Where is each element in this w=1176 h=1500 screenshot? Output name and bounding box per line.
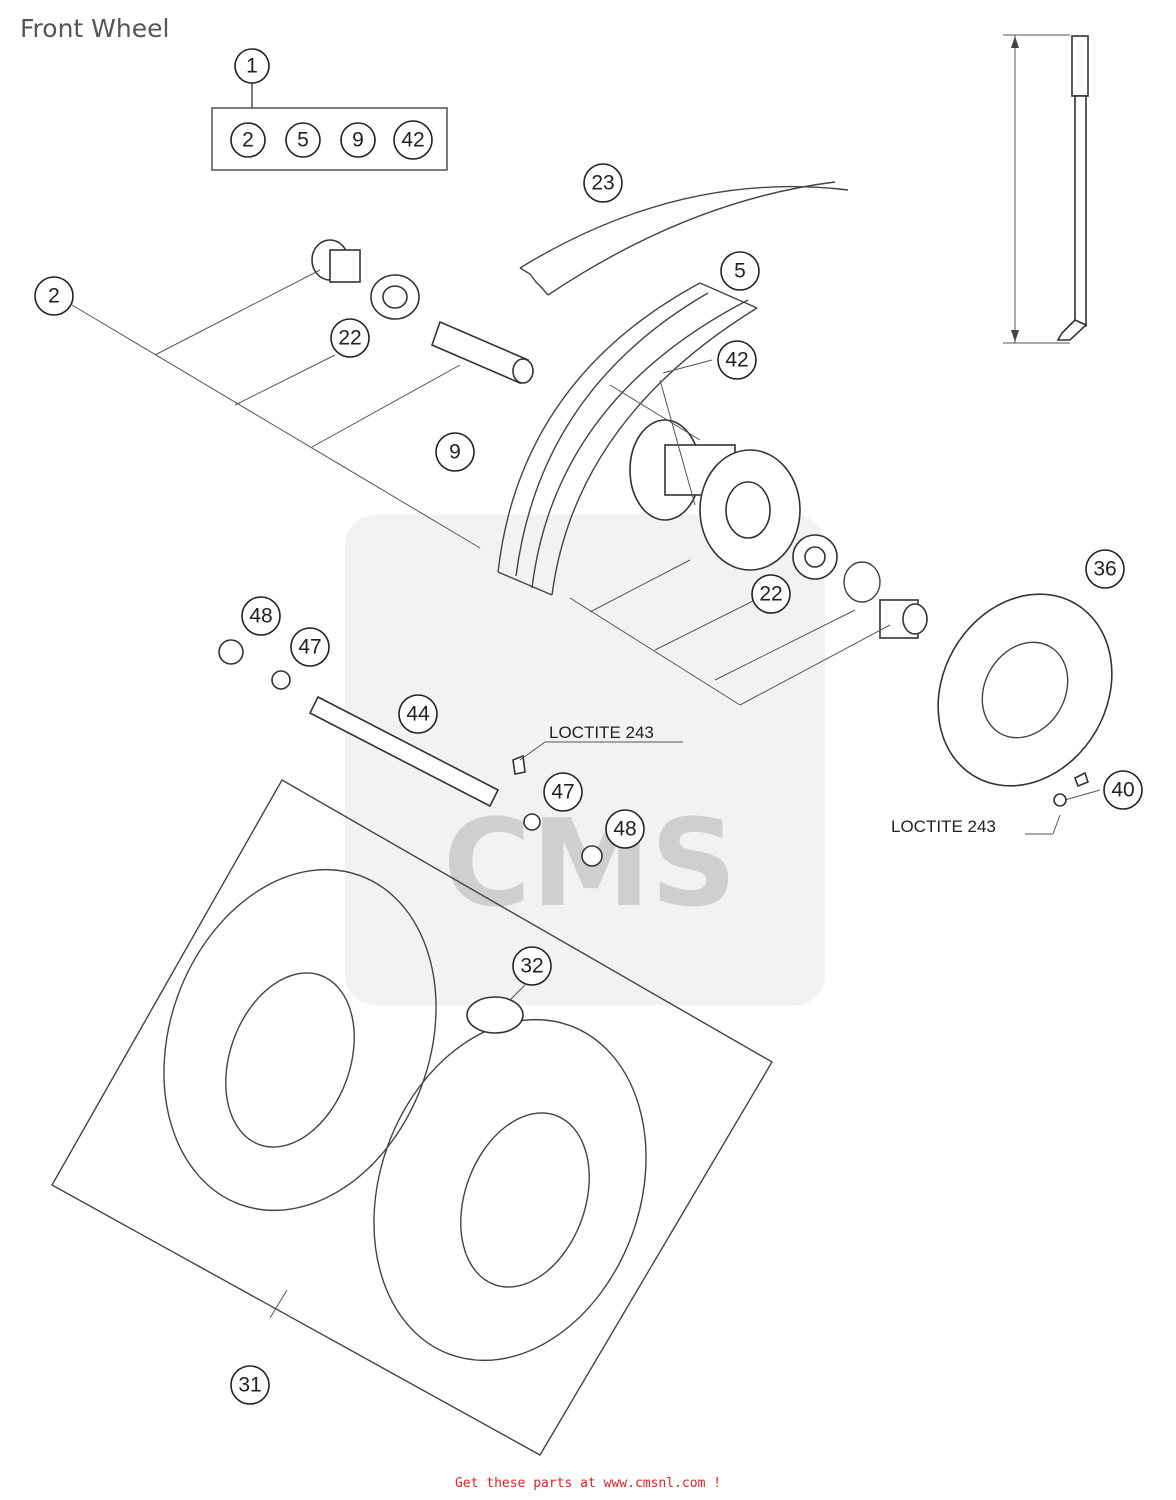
- callout-kit-42[interactable]: 42: [393, 120, 433, 160]
- callout-47-left[interactable]: 47: [290, 627, 330, 667]
- svg-text:42: 42: [725, 349, 748, 372]
- svg-text:44: 44: [406, 703, 430, 726]
- callout-5[interactable]: 5: [720, 251, 760, 291]
- hub-part: [609, 379, 801, 571]
- svg-text:LOCTITE 243: LOCTITE 243: [549, 723, 654, 742]
- callout-kit-9[interactable]: 9: [340, 122, 376, 158]
- svg-text:22: 22: [338, 327, 361, 350]
- callout-9[interactable]: 9: [435, 432, 475, 472]
- svg-text:9: 9: [352, 129, 364, 152]
- disc-bolt-part: [519, 741, 1101, 835]
- svg-text:42: 42: [401, 129, 424, 152]
- leader-lines: [71, 269, 891, 1319]
- rim-tape-part: [519, 181, 849, 296]
- rim-part: [497, 282, 758, 596]
- callout-48-right[interactable]: 48: [605, 809, 645, 849]
- callout-kit-5[interactable]: 5: [285, 122, 321, 158]
- svg-text:5: 5: [297, 129, 309, 152]
- callout-kit-1[interactable]: 1: [234, 48, 270, 84]
- callout-36[interactable]: 36: [1085, 549, 1125, 589]
- svg-text:40: 40: [1111, 779, 1134, 802]
- callout-22-top[interactable]: 22: [330, 318, 370, 358]
- callout-48-left[interactable]: 48: [241, 596, 281, 636]
- svg-text:2: 2: [48, 285, 60, 308]
- callout-23[interactable]: 23: [583, 163, 623, 203]
- svg-text:22: 22: [759, 583, 782, 606]
- svg-text:31: 31: [238, 1374, 261, 1397]
- callout-31[interactable]: 31: [230, 1365, 270, 1405]
- axle-part: [218, 639, 603, 867]
- right-bearing-parts: [792, 534, 928, 639]
- spoke-part: [1003, 34, 1089, 344]
- svg-text:48: 48: [249, 605, 272, 628]
- callout-2[interactable]: 2: [34, 276, 74, 316]
- hub-spacer-parts: [311, 239, 534, 385]
- kit-group: [211, 83, 448, 171]
- callout-47-right[interactable]: 47: [543, 772, 583, 812]
- svg-text:47: 47: [298, 636, 321, 659]
- callout-22-bottom[interactable]: 22: [751, 574, 791, 614]
- svg-text:23: 23: [591, 172, 614, 195]
- svg-text:5: 5: [734, 260, 746, 283]
- callout-40[interactable]: 40: [1103, 770, 1143, 810]
- svg-text:36: 36: [1093, 558, 1116, 581]
- svg-text:1: 1: [246, 55, 258, 78]
- callout-44[interactable]: 44: [398, 694, 438, 734]
- loctite-note-axle: LOCTITE 243: [549, 723, 654, 742]
- svg-text:9: 9: [449, 441, 461, 464]
- callout-32[interactable]: 32: [512, 946, 552, 986]
- sticker-sheet-part: [51, 779, 773, 1456]
- svg-text:48: 48: [613, 818, 636, 841]
- callout-kit-2[interactable]: 2: [230, 122, 266, 158]
- callout-42[interactable]: 42: [717, 340, 757, 380]
- svg-text:47: 47: [551, 781, 574, 804]
- svg-text:2: 2: [242, 129, 254, 152]
- page-title: Front Wheel: [20, 14, 170, 43]
- svg-text:32: 32: [520, 955, 543, 978]
- footer-link[interactable]: Get these parts at www.cmsnl.com !: [454, 1476, 722, 1491]
- brake-disc-part: [937, 593, 1113, 787]
- loctite-note-disc: LOCTITE 243: [891, 817, 996, 836]
- svg-text:LOCTITE 243: LOCTITE 243: [891, 817, 996, 836]
